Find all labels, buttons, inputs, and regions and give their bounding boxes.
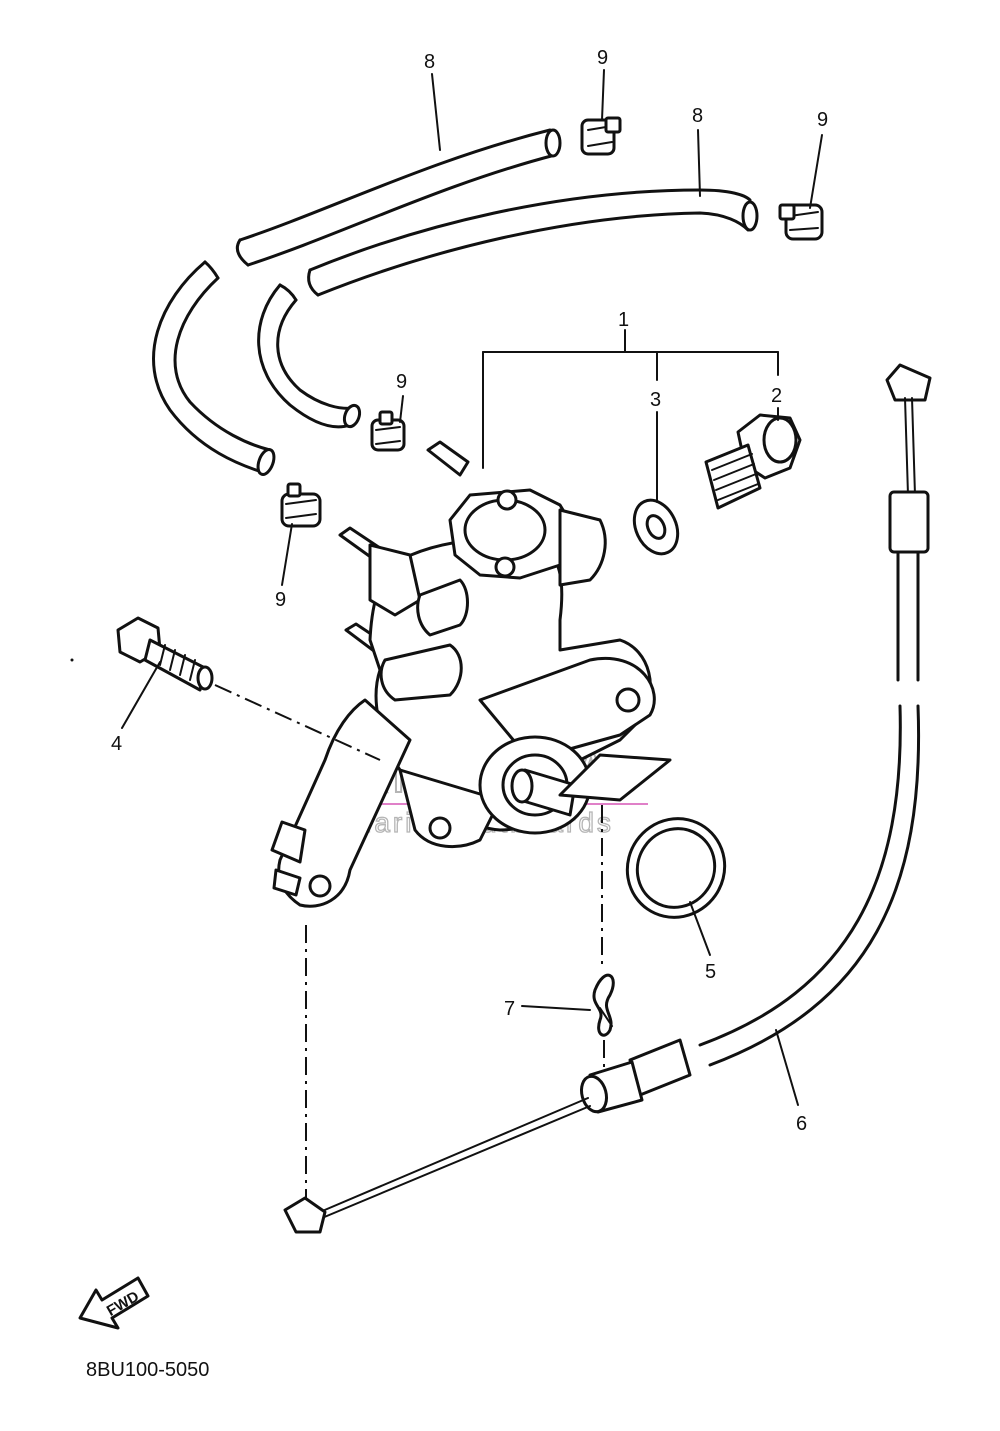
callout-8-upper: 8 bbox=[424, 51, 435, 73]
callout-numbers: 1 2 3 4 5 6 7 8 8 9 9 9 9 bbox=[111, 47, 828, 1135]
oil-pump-assembly bbox=[270, 440, 672, 908]
control-cable bbox=[283, 363, 932, 1234]
callout-6: 6 bbox=[796, 1113, 807, 1135]
hose-clip-left bbox=[280, 482, 322, 528]
callout-3: 3 bbox=[650, 389, 661, 411]
mounting-bolt bbox=[116, 616, 214, 692]
spring-clip bbox=[592, 973, 615, 1037]
callout-9-middle: 9 bbox=[396, 371, 407, 393]
callout-8-lower: 8 bbox=[692, 105, 703, 127]
callout-7: 7 bbox=[504, 998, 515, 1020]
alignment-lines bbox=[214, 684, 605, 1200]
diagram-code: 8BU100-5050 bbox=[86, 1359, 209, 1381]
callout-9-right: 9 bbox=[817, 109, 828, 131]
callout-1: 1 bbox=[618, 309, 629, 331]
callout-2: 2 bbox=[771, 385, 782, 407]
hose-clip-top bbox=[580, 116, 622, 156]
hose-upper bbox=[152, 128, 562, 476]
callout-5: 5 bbox=[705, 961, 716, 983]
o-ring bbox=[625, 817, 727, 919]
callout-4: 4 bbox=[111, 733, 122, 755]
hose-clip-middle bbox=[370, 410, 406, 452]
washer bbox=[632, 498, 680, 556]
callout-9-left: 9 bbox=[275, 589, 286, 611]
banjo-bolt bbox=[704, 413, 802, 510]
hose-lower bbox=[257, 188, 759, 429]
hose-clip-right bbox=[778, 203, 824, 241]
callout-9-top: 9 bbox=[597, 47, 608, 69]
fwd-arrow-badge: FWD bbox=[78, 1276, 150, 1330]
leader-lines bbox=[121, 69, 823, 1106]
